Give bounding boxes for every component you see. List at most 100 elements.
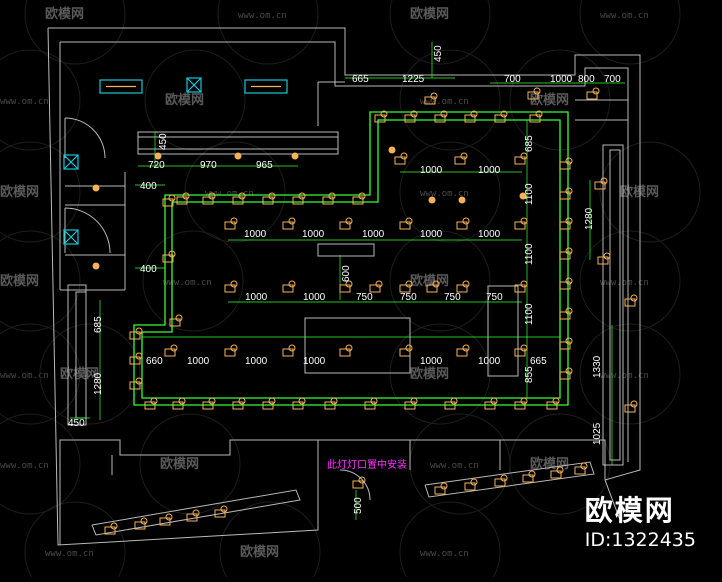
spotlight-fixture xyxy=(484,397,498,410)
watermark-text: 欧模网 xyxy=(410,6,449,21)
watermark-text: 欧模网 xyxy=(410,273,449,288)
spotlight-fixture xyxy=(464,110,478,123)
watermark-text: www.om.cn xyxy=(420,97,469,107)
spotlight-fixture xyxy=(559,157,573,170)
linear-light-fixture xyxy=(99,79,143,94)
watermark-circle xyxy=(389,323,491,425)
dim-label: 1280 xyxy=(93,372,104,395)
watermark-circle xyxy=(399,501,501,582)
spotlight-fixture xyxy=(404,397,418,410)
watermark-circle xyxy=(39,323,141,425)
spotlight-fixture xyxy=(144,397,158,410)
dim-label: 965 xyxy=(256,160,273,171)
watermark-circle xyxy=(399,49,501,151)
outer-track xyxy=(133,111,569,406)
brand-overlay: 欧模网 ID:1322435 xyxy=(585,489,696,551)
spotlight-fixture xyxy=(514,152,528,165)
watermark-text: www.om.cn xyxy=(430,461,479,471)
watermark-circle xyxy=(0,230,81,332)
spotlight-fixture xyxy=(169,314,183,327)
spotlight-fixture xyxy=(597,252,611,265)
watermark-circle xyxy=(217,0,319,65)
dim-label: 1100 xyxy=(524,303,535,325)
watermark-text: www.om.cn xyxy=(420,549,469,559)
watermark-text: 欧模网 xyxy=(45,6,84,21)
watermark-text: www.om.cn xyxy=(163,278,212,288)
spotlight-fixture xyxy=(292,192,306,205)
dim-label: 1100 xyxy=(524,243,535,265)
spotlight-fixture xyxy=(232,397,246,410)
spotlight-fixture xyxy=(456,280,470,293)
dim-label: 1000 xyxy=(244,229,267,240)
spotlight-fixture xyxy=(202,192,216,205)
spotlight-fixture xyxy=(129,327,143,340)
downlight-fixture xyxy=(388,146,396,154)
spotlight-fixture xyxy=(434,482,448,495)
dim-label: 685 xyxy=(524,135,535,152)
downlight-fixture xyxy=(428,196,436,204)
spotlight-fixture xyxy=(514,397,528,410)
dim-label: 1000 xyxy=(303,292,326,303)
dim-label: 600 xyxy=(341,265,352,282)
downlight-fixture xyxy=(154,152,162,160)
right-shelf xyxy=(609,149,621,461)
door-arc xyxy=(339,469,371,501)
downlight-fixture xyxy=(458,196,466,204)
left-shelf xyxy=(75,291,87,419)
downlight-fixture xyxy=(519,192,527,200)
dim-label: 1225 xyxy=(402,74,425,85)
spotlight-fixture xyxy=(282,217,296,230)
spotlight-fixture xyxy=(232,192,246,205)
spotlight-fixture xyxy=(214,505,228,518)
watermark-text: 欧模网 xyxy=(60,366,99,381)
spotlight-fixture xyxy=(129,352,143,365)
dim-label: 1000 xyxy=(478,229,501,240)
watermark-circle xyxy=(219,501,321,582)
spotlight-fixture xyxy=(559,187,573,200)
watermark-circle xyxy=(389,230,491,332)
spotlight-fixture xyxy=(434,110,448,123)
dim-label: 400 xyxy=(140,181,157,192)
right-shelf xyxy=(602,144,624,466)
dim-label: 1000 xyxy=(302,229,325,240)
spotlight-fixture xyxy=(399,217,413,230)
spotlight-fixture xyxy=(339,344,353,357)
watermark-circle xyxy=(579,323,681,425)
spotlight-fixture xyxy=(550,466,564,479)
watermark-text: www.om.cn xyxy=(0,97,49,107)
spotlight-fixture xyxy=(559,217,573,230)
watermark-circle xyxy=(184,141,286,243)
dim-label: 1280 xyxy=(584,207,595,230)
dim-label: 1000 xyxy=(420,356,443,367)
dim-label: 1000 xyxy=(187,356,210,367)
spotlight-fixture xyxy=(324,397,338,410)
dimension-lines xyxy=(70,42,625,520)
dim-label: 700 xyxy=(504,74,521,85)
spotlight-fixture xyxy=(339,280,353,293)
watermark-circle xyxy=(0,413,81,515)
outer-wall xyxy=(47,27,641,546)
watermark-circle xyxy=(0,49,81,151)
center-column xyxy=(487,285,519,377)
spotlight-fixture xyxy=(202,397,216,410)
spotlight-fixture xyxy=(559,247,573,260)
dim-label: 1025 xyxy=(592,422,603,445)
dim-label: 750 xyxy=(400,292,417,303)
dim-label: 660 xyxy=(146,356,163,367)
dim-label: 750 xyxy=(444,292,461,303)
square-vent-fixture xyxy=(186,77,202,93)
spotlight-fixture xyxy=(162,250,176,263)
spotlight-fixture xyxy=(456,344,470,357)
watermark-text: 欧模网 xyxy=(160,456,199,471)
watermark-circle xyxy=(389,0,491,65)
spotlight-fixture xyxy=(494,110,508,123)
watermark-text: 欧模网 xyxy=(240,544,279,559)
spotlight-fixture xyxy=(454,152,468,165)
watermark-text: www.om.cn xyxy=(420,189,469,199)
spotlight-fixture xyxy=(224,344,238,357)
watermark-circle xyxy=(0,141,81,243)
spotlight-fixture xyxy=(624,294,638,307)
watermark-circle xyxy=(399,141,501,243)
spotlight-fixture xyxy=(172,397,186,410)
